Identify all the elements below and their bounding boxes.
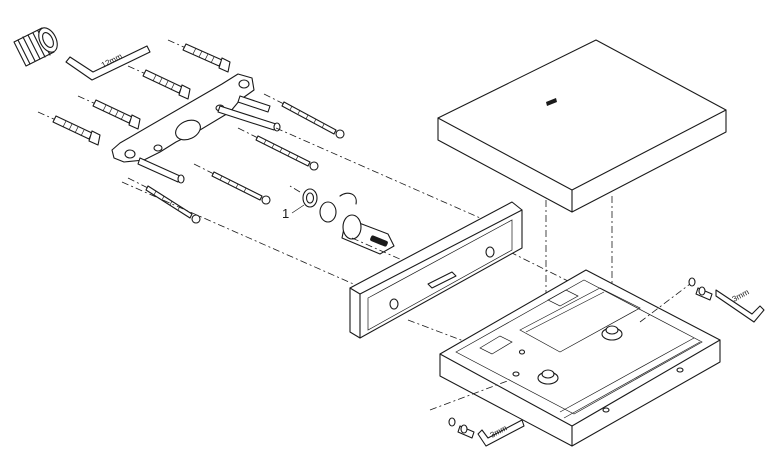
part-1-group: 1 [282, 185, 395, 255]
tool-size-label-3mm-right: 3mm [731, 287, 751, 303]
part-number-label: 1 [282, 206, 289, 221]
wall-plate-icon [349, 201, 523, 339]
anchor-group [127, 93, 345, 224]
wall-anchor-icon [237, 127, 319, 171]
base-tray-icon [439, 269, 721, 447]
tray-boss [601, 325, 623, 341]
screw-group [37, 39, 231, 146]
wall-anchor-icon [127, 177, 201, 224]
nut-icon [289, 185, 318, 208]
screw-icon [37, 111, 101, 146]
washer-icon [448, 417, 456, 427]
o-ring-icon [319, 201, 337, 223]
cover-plate-icon [437, 39, 727, 213]
set-screw-icon [695, 286, 713, 301]
tray-boss [537, 369, 559, 385]
hex-key-icon-12mm: 12mm [65, 45, 151, 81]
screw-icon [77, 95, 141, 130]
wall-anchor-icon [193, 163, 271, 205]
hex-key-icon-3mm-right: 3mm [715, 287, 765, 323]
screw-icon [167, 39, 231, 73]
set-screw-icon [457, 424, 475, 439]
hex-key-icon-3mm-bottom: 3mm [477, 419, 525, 447]
washer-icon [688, 277, 696, 287]
threaded-plug-icon [13, 27, 58, 67]
bracket-icon [111, 73, 281, 184]
screw-icon [127, 65, 191, 100]
wall-anchor-icon [263, 93, 345, 139]
cartridge-icon [339, 192, 395, 255]
